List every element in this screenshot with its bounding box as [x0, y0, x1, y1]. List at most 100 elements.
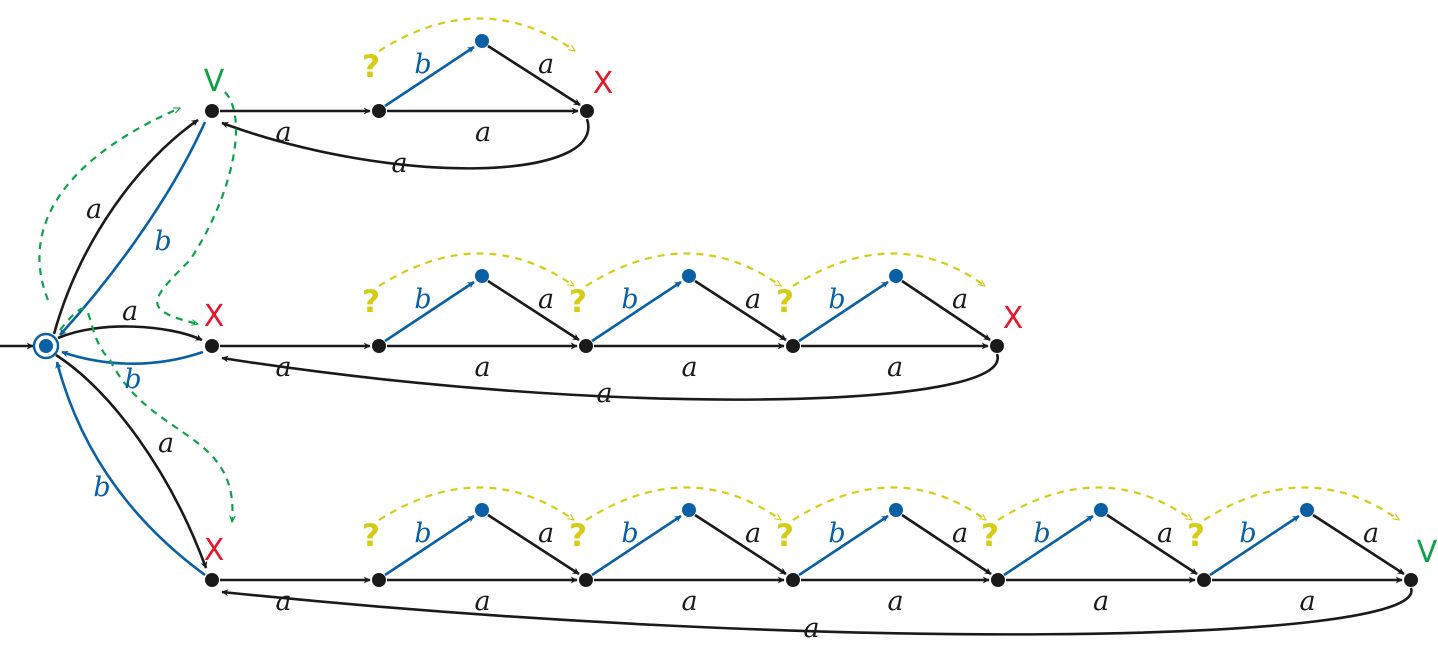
row2-cell1-question-mark: ? — [362, 284, 380, 320]
row3-cell1-guess-arc — [378, 486, 574, 521]
row3-cell1-label-a: a — [474, 586, 490, 617]
row1-cell1-label-a-down: a — [538, 49, 554, 80]
start-label-a-row2: a — [122, 296, 138, 327]
row1-cell1-label-a: a — [475, 117, 491, 148]
start-state-ring — [32, 332, 60, 360]
row1-cell1-edge-b — [384, 45, 475, 108]
row2-back-label-a: a — [596, 378, 612, 409]
row3-cell1-peak-state — [475, 503, 489, 517]
row2-cell3-peak-state — [889, 269, 903, 283]
row3-cell2-edge-a-down — [694, 513, 787, 576]
row1-cell1-edge-a-down — [487, 44, 581, 107]
row3-cell3-guess-arc — [792, 486, 986, 521]
row3-label-b-back: b — [93, 472, 110, 503]
row3-cell5-peak-state — [1300, 503, 1314, 517]
row3-cell1-edge-a-down — [487, 513, 580, 576]
row2-cell3-state — [786, 339, 800, 353]
row1-cell1-state — [372, 104, 386, 118]
row3-cell5-state — [1197, 573, 1211, 587]
row2-label-b-back: b — [124, 364, 141, 395]
row3-start-mark: X — [204, 533, 225, 568]
start-label-a-row3: a — [158, 428, 174, 459]
row3-cell2-peak-state — [682, 503, 696, 517]
start-edge-a-row1 — [52, 118, 199, 335]
row1-label-a-entry: a — [275, 117, 291, 148]
row3-cell3-edge-a-down — [901, 513, 992, 576]
row3-cell3-label-a: a — [887, 586, 903, 617]
row3-cell5-label-a: a — [1299, 586, 1315, 617]
row2-cell2-label-b: b — [621, 284, 638, 315]
row3-cell4-edge-b — [1003, 514, 1094, 577]
row3-cell5-edge-b — [1209, 514, 1300, 577]
row2-cell1-edge-a-down — [487, 279, 580, 342]
row2-cell3-edge-b — [798, 280, 889, 343]
row2-cell3-edge-a-down — [901, 279, 991, 342]
row1-cell1-question-mark: ? — [362, 49, 380, 85]
row3-label-a-entry: a — [275, 586, 291, 617]
row3-cell3-label-b: b — [828, 518, 845, 549]
row2-cell2-label-a: a — [681, 352, 697, 383]
row1-cell1-guess-arc — [378, 17, 575, 52]
row3-cell2-question-mark: ? — [569, 518, 587, 554]
row2-back-edge-a — [221, 353, 999, 401]
row2-cell3-label-a: a — [887, 352, 903, 383]
row1-back-edge-a — [221, 118, 590, 170]
row2-cell3-label-b: b — [828, 284, 845, 315]
row2-cell3-label-a-down: a — [952, 284, 968, 315]
row3-cell4-label-a-down: a — [1157, 518, 1173, 549]
row2-cell1-label-b: b — [414, 284, 431, 315]
start-edge-a-row2 — [57, 325, 203, 342]
row2-cell2-edge-a-down — [694, 279, 787, 342]
row3-cell2-state — [579, 573, 593, 587]
row2-cell1-edge-b — [384, 280, 475, 343]
row3-cell3-state — [786, 573, 800, 587]
row3-cell3-peak-state — [889, 503, 903, 517]
green-guess-row2 — [156, 91, 238, 324]
row1-state-end — [580, 104, 594, 118]
start-state — [39, 339, 53, 353]
row3-cell3-edge-b — [798, 514, 889, 577]
row3-back-edge-a — [221, 587, 1413, 636]
row2-cell2-question-mark: ? — [569, 284, 587, 320]
row3-cell4-label-b: b — [1033, 518, 1050, 549]
row1-back-label-a: a — [391, 148, 407, 179]
green-guess-row1 — [38, 106, 180, 301]
row2-state-end — [990, 339, 1004, 353]
row2-label-a-entry: a — [275, 352, 291, 383]
start-label-a-row1: a — [86, 194, 102, 225]
row2-cell1-label-a-down: a — [538, 284, 554, 315]
start-edge-a-row3 — [55, 353, 208, 569]
row3-state-0 — [205, 573, 219, 587]
row3-cell2-label-a-down: a — [745, 518, 761, 549]
row3-cell2-edge-b — [591, 514, 682, 577]
row2-cell1-guess-arc — [378, 252, 574, 287]
row1-end-mark: X — [593, 66, 614, 101]
row3-cell4-label-a: a — [1093, 586, 1109, 617]
row3-state-end — [1404, 573, 1418, 587]
row3-cell4-question-mark: ? — [981, 518, 999, 554]
row2-cell1-peak-state — [475, 269, 489, 283]
row3-cell4-edge-a-down — [1106, 513, 1198, 576]
row3-cell1-label-b: b — [414, 518, 431, 549]
row2-edge-b-back — [61, 350, 204, 365]
row2-cell2-edge-b — [591, 280, 682, 343]
row1-cell1-label-b: b — [414, 49, 431, 80]
row3-cell5-label-a-down: a — [1363, 518, 1379, 549]
row3-cell3-label-a-down: a — [952, 518, 968, 549]
row3-cell5-guess-arc — [1203, 486, 1399, 521]
row2-end-mark: X — [1003, 301, 1024, 336]
row3-cell4-peak-state — [1094, 503, 1108, 517]
row2-state-0 — [205, 339, 219, 353]
row3-cell5-label-b: b — [1239, 518, 1256, 549]
row3-cell2-guess-arc — [585, 486, 781, 521]
row3-edge-b-back — [55, 361, 206, 577]
row2-cell3-question-mark: ? — [776, 284, 794, 320]
row3-cell1-label-a-down: a — [538, 518, 554, 549]
row2-cell2-peak-state — [682, 269, 696, 283]
row2-cell2-label-a-down: a — [745, 284, 761, 315]
row3-cell1-question-mark: ? — [362, 518, 380, 554]
row3-cell5-question-mark: ? — [1187, 518, 1205, 554]
row3-cell3-question-mark: ? — [776, 518, 794, 554]
row2-cell2-state — [579, 339, 593, 353]
